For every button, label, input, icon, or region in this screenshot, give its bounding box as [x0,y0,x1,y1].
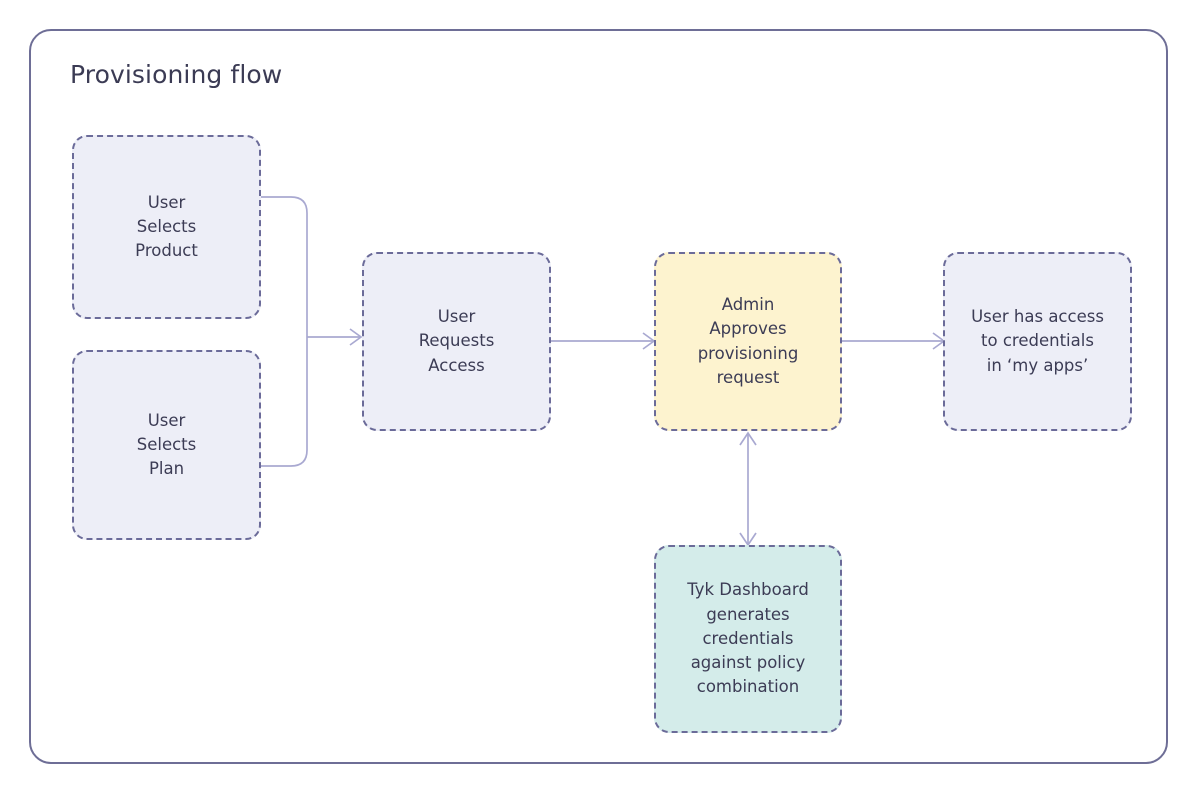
node-label: Tyk Dashboard generates credentials agai… [687,580,809,697]
node-user-requests-access[interactable]: User Requests Access [362,252,551,431]
page-title: Provisioning flow [70,60,283,89]
node-user-selects-product[interactable]: User Selects Product [72,135,261,319]
node-user-selects-plan[interactable]: User Selects Plan [72,350,261,540]
node-label: User has access to credentials in ‘my ap… [971,307,1104,375]
node-label: User Selects Plan [136,410,197,479]
node-tyk-dashboard[interactable]: Tyk Dashboard generates credentials agai… [654,545,842,733]
node-label: User Selects Product [135,192,198,261]
node-label: Admin Approves provisioning request [697,294,799,387]
node-label: User Requests Access [418,307,495,375]
node-admin-approves[interactable]: Admin Approves provisioning request [654,252,842,431]
node-user-has-access[interactable]: User has access to credentials in ‘my ap… [943,252,1132,431]
